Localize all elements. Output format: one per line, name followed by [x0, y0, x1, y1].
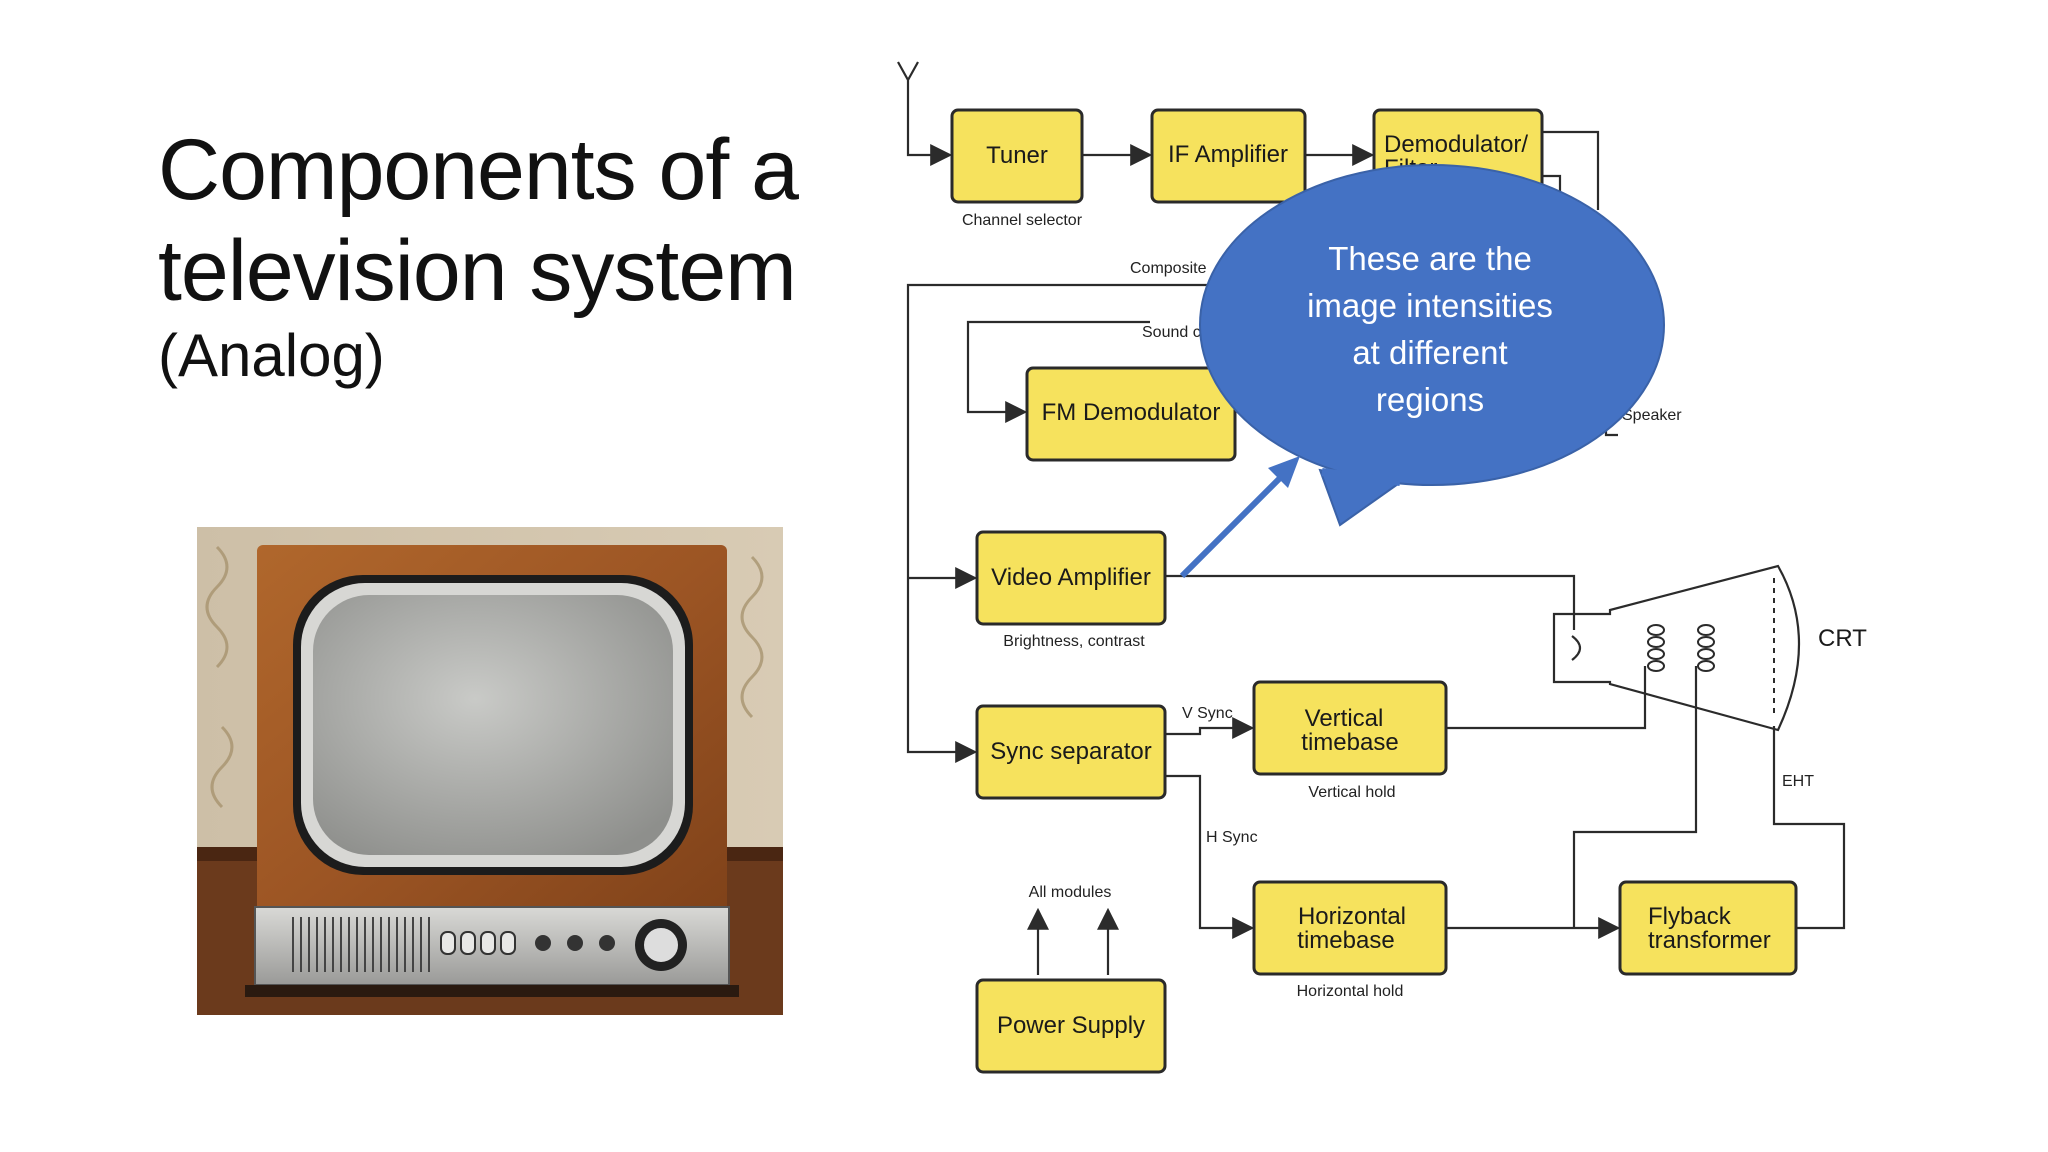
- flyback-label-1: Flyback: [1648, 903, 1732, 930]
- eht-label: EHT: [1782, 773, 1814, 790]
- block-flyback-transformer: Flyback transformer: [1618, 880, 1798, 976]
- sync-separator-label: Sync separator: [990, 738, 1151, 765]
- horizontal-hold-label: Horizontal hold: [1297, 983, 1404, 1000]
- all-modules-label: All modules: [1029, 884, 1112, 901]
- fm-demodulator-label: FM Demodulator: [1042, 399, 1221, 426]
- channel-selector-label: Channel selector: [962, 212, 1083, 229]
- flyback-label-2: transformer: [1648, 927, 1771, 954]
- slide-title: Components of a television system (Analo…: [158, 120, 858, 392]
- brightness-contrast-label: Brightness, contrast: [1003, 633, 1145, 650]
- horizontal-timebase-label-2: timebase: [1297, 927, 1394, 954]
- title-line-2: television system: [158, 223, 797, 319]
- television-photo: [197, 527, 783, 1015]
- title-subtitle: (Analog): [158, 322, 385, 389]
- demodulator-label-1: Demodulator/: [1384, 131, 1528, 158]
- antenna-icon: [897, 61, 950, 155]
- callout-line-3: at different: [1352, 334, 1507, 371]
- video-amplifier-label: Video Amplifier: [991, 564, 1151, 591]
- block-sync-separator: Sync separator: [975, 704, 1167, 800]
- crt-label: CRT: [1818, 625, 1867, 652]
- horizontal-timebase-label-1: Horizontal: [1298, 903, 1406, 930]
- vertical-timebase-label-2: timebase: [1301, 729, 1398, 756]
- block-fm-demodulator: FM Demodulator: [1025, 366, 1237, 462]
- vertical-hold-label: Vertical hold: [1308, 784, 1395, 801]
- composite-label: Composite: [1130, 260, 1207, 277]
- v-sync-label: V Sync: [1182, 705, 1233, 722]
- block-video-amplifier: Video Amplifier: [975, 530, 1167, 626]
- h-sync-label: H Sync: [1206, 829, 1258, 846]
- block-power-supply: Power Supply: [975, 978, 1167, 1074]
- callout-line-1: These are the: [1328, 240, 1532, 277]
- tuner-label: Tuner: [986, 142, 1048, 169]
- block-if-amplifier: IF Amplifier: [1150, 108, 1307, 204]
- callout-line-4: regions: [1376, 381, 1484, 418]
- vertical-timebase-label-1: Vertical: [1305, 705, 1384, 732]
- block-tuner: Tuner: [950, 108, 1084, 204]
- if-amplifier-label: IF Amplifier: [1168, 141, 1288, 168]
- block-horizontal-timebase: Horizontal timebase: [1252, 880, 1448, 976]
- callout-arrow: [1179, 456, 1300, 579]
- crt-tube: [1552, 564, 1801, 732]
- callout-line-2: image intensities: [1307, 287, 1553, 324]
- power-supply-label: Power Supply: [997, 1012, 1145, 1039]
- sound-label: Sound c: [1142, 324, 1201, 341]
- callout-bubble: These are the image intensities at diffe…: [1199, 164, 1665, 527]
- title-line-1: Components of a: [158, 122, 799, 218]
- speaker-label: Speaker: [1622, 407, 1682, 424]
- block-vertical-timebase: Vertical timebase: [1252, 680, 1448, 776]
